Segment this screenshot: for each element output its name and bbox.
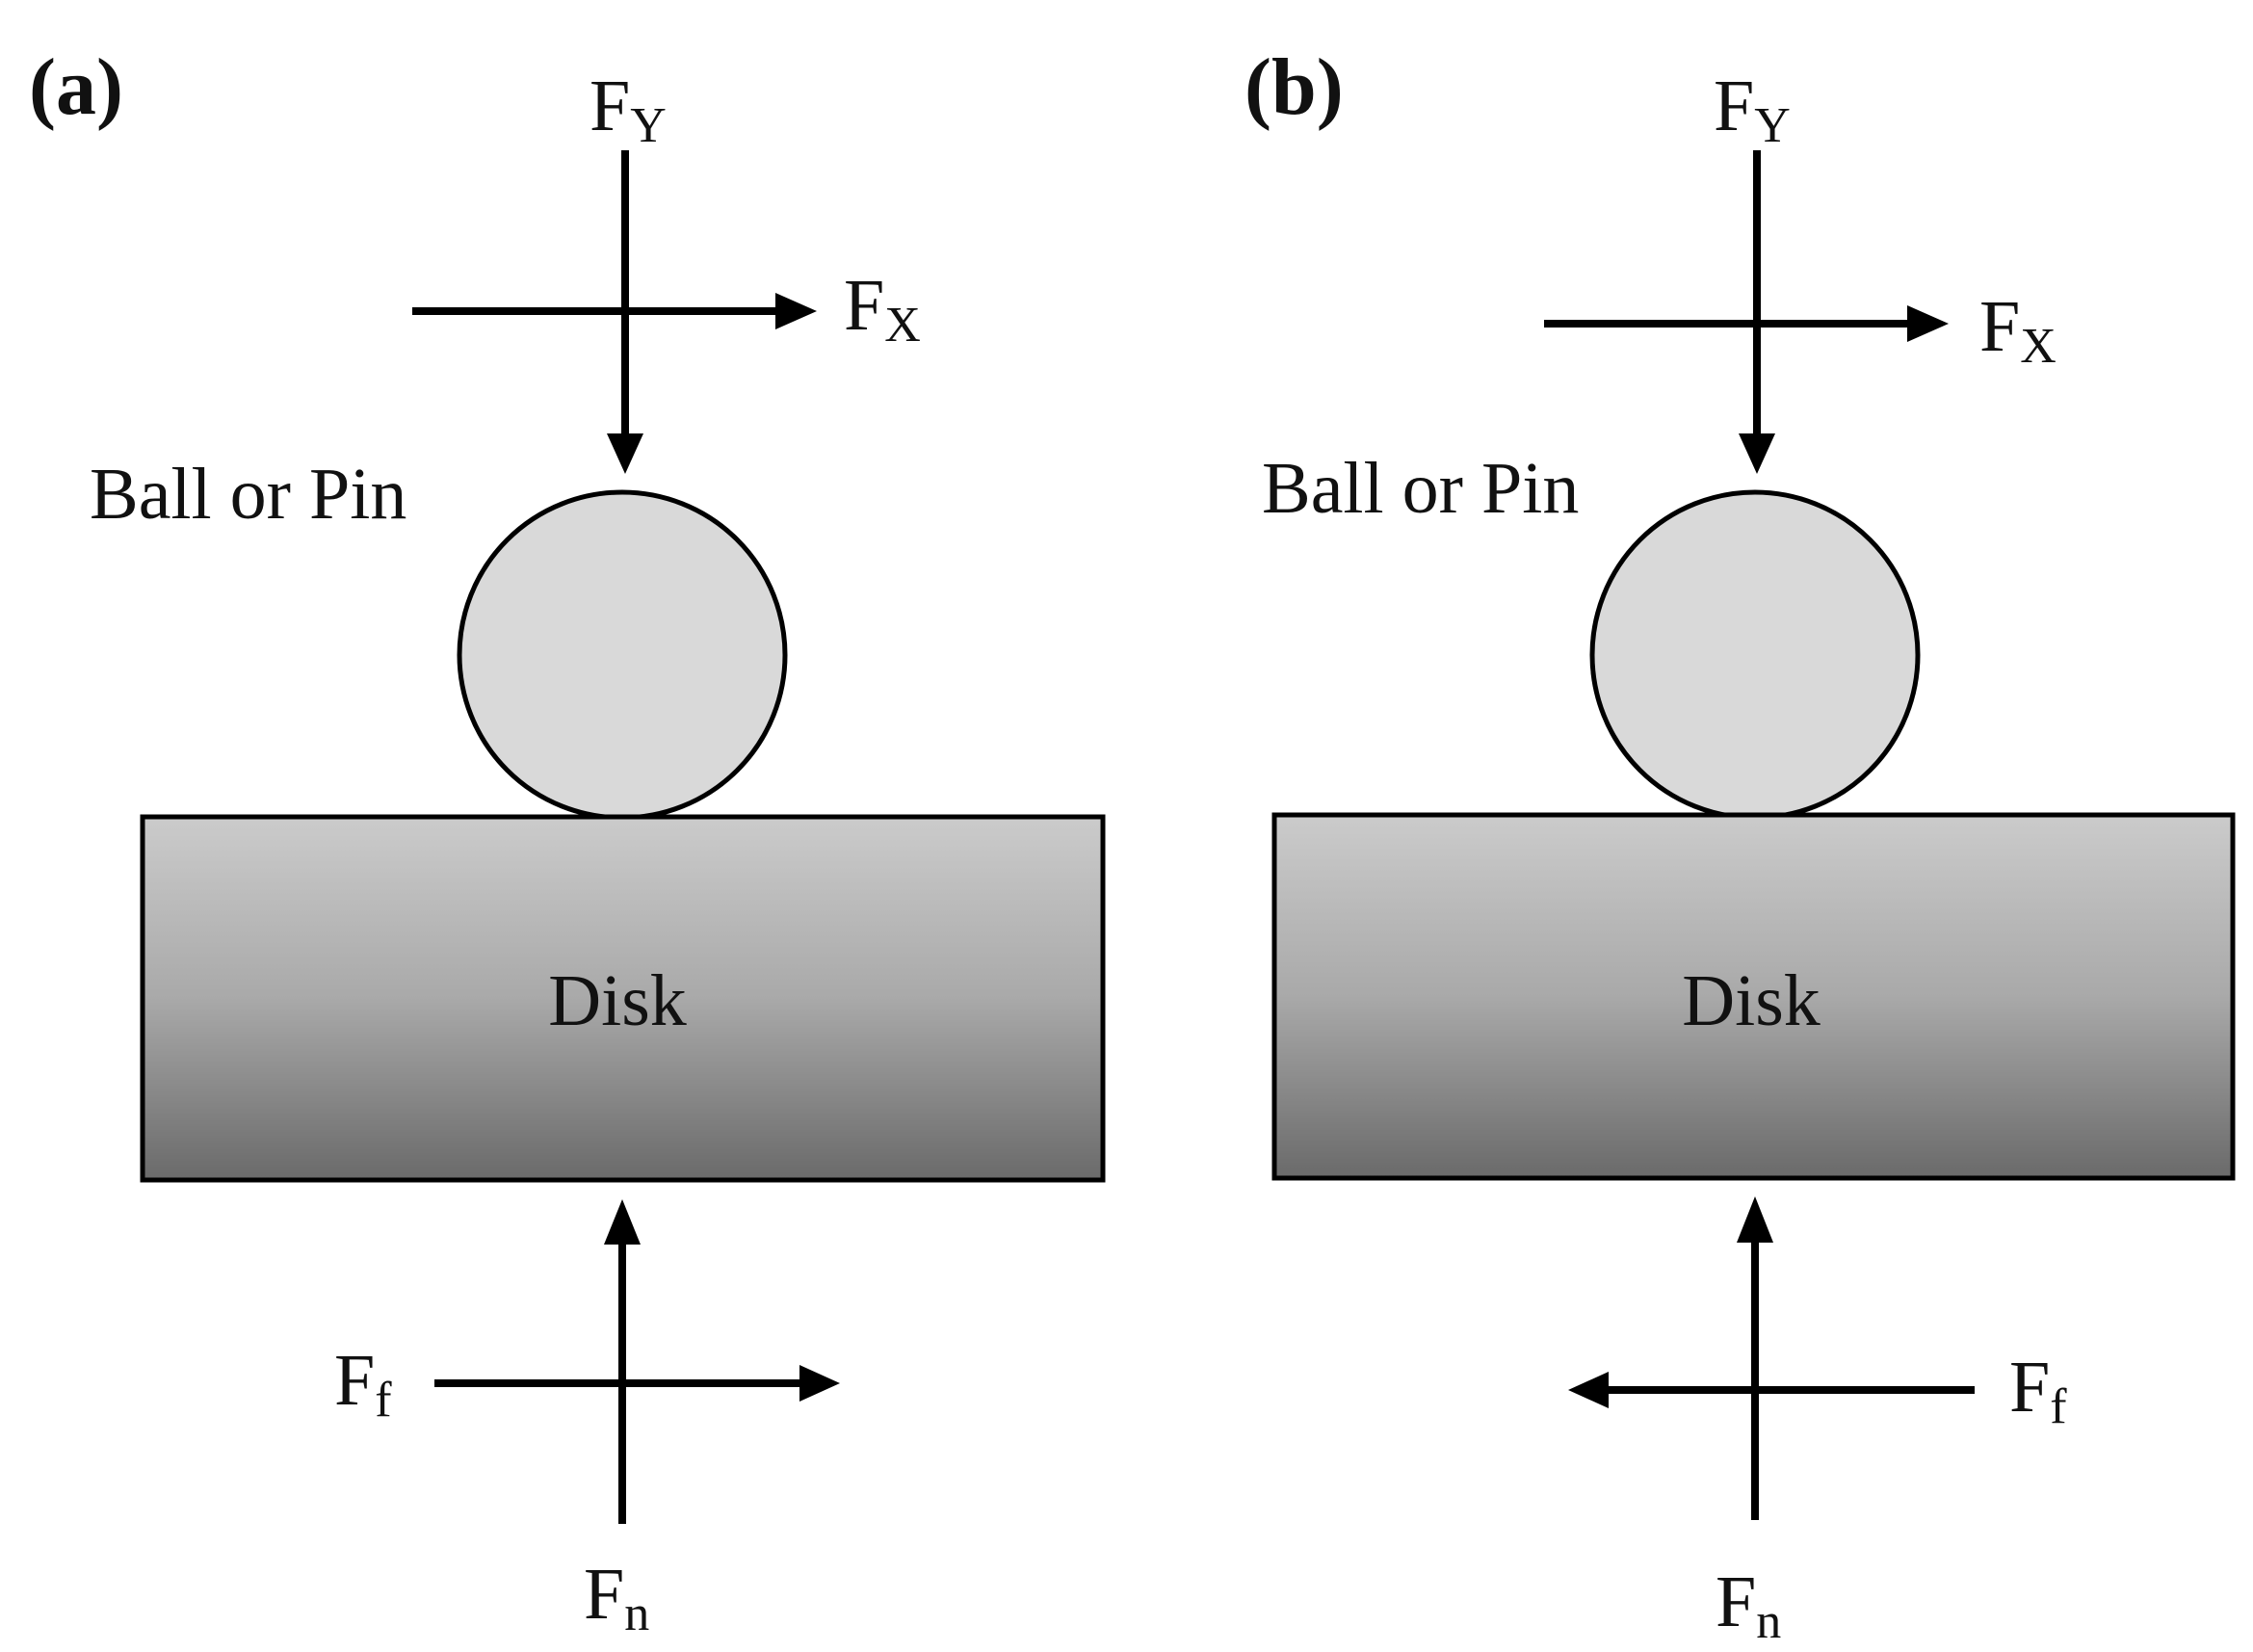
fx-arrowhead-b: [1907, 305, 1949, 342]
fn-arrowhead-b: [1737, 1196, 1773, 1243]
fx-label-b: FX: [1979, 286, 2057, 374]
ball-or-pin-b: [1589, 489, 1921, 821]
disk-b: [1271, 812, 2236, 1181]
fn-arrowhead-a: [604, 1199, 641, 1245]
lower-force-cross-b: [1568, 1196, 1975, 1520]
fy-label-b: FY: [1714, 66, 1791, 153]
panel-b: (b) FY FX Ball or Pin Disk Ff Fn: [1244, 42, 2236, 1649]
panel-label-b: (b): [1244, 42, 1344, 132]
object-label-b: Ball or Pin: [1262, 448, 1579, 529]
fn-label-b: Fn: [1716, 1561, 1781, 1649]
ff-label-b: Ff: [2009, 1347, 2067, 1434]
fy-arrowhead-b: [1739, 433, 1775, 474]
panel-label-a: (a): [29, 42, 123, 132]
fy-label-a: FY: [589, 66, 667, 153]
disk-a: [140, 814, 1106, 1183]
upper-force-cross-a: [412, 150, 817, 474]
ff-arrowhead-a: [799, 1365, 840, 1402]
ball-or-pin-a: [457, 489, 788, 821]
lower-force-cross-a: [434, 1199, 840, 1524]
fx-arrowhead-a: [775, 293, 817, 329]
ff-arrowhead-b: [1568, 1372, 1609, 1408]
fn-label-a: Fn: [584, 1554, 649, 1641]
disk-label-a: Disk: [548, 960, 687, 1041]
panel-a: (a) FY FX Ball or Pin Disk Ff Fn: [29, 42, 1106, 1641]
upper-force-cross-b: [1544, 150, 1949, 474]
object-label-a: Ball or Pin: [90, 454, 406, 535]
ff-label-a: Ff: [334, 1340, 392, 1428]
disk-label-b: Disk: [1682, 960, 1821, 1041]
fx-label-a: FX: [844, 265, 921, 353]
fy-arrowhead-a: [607, 433, 643, 474]
